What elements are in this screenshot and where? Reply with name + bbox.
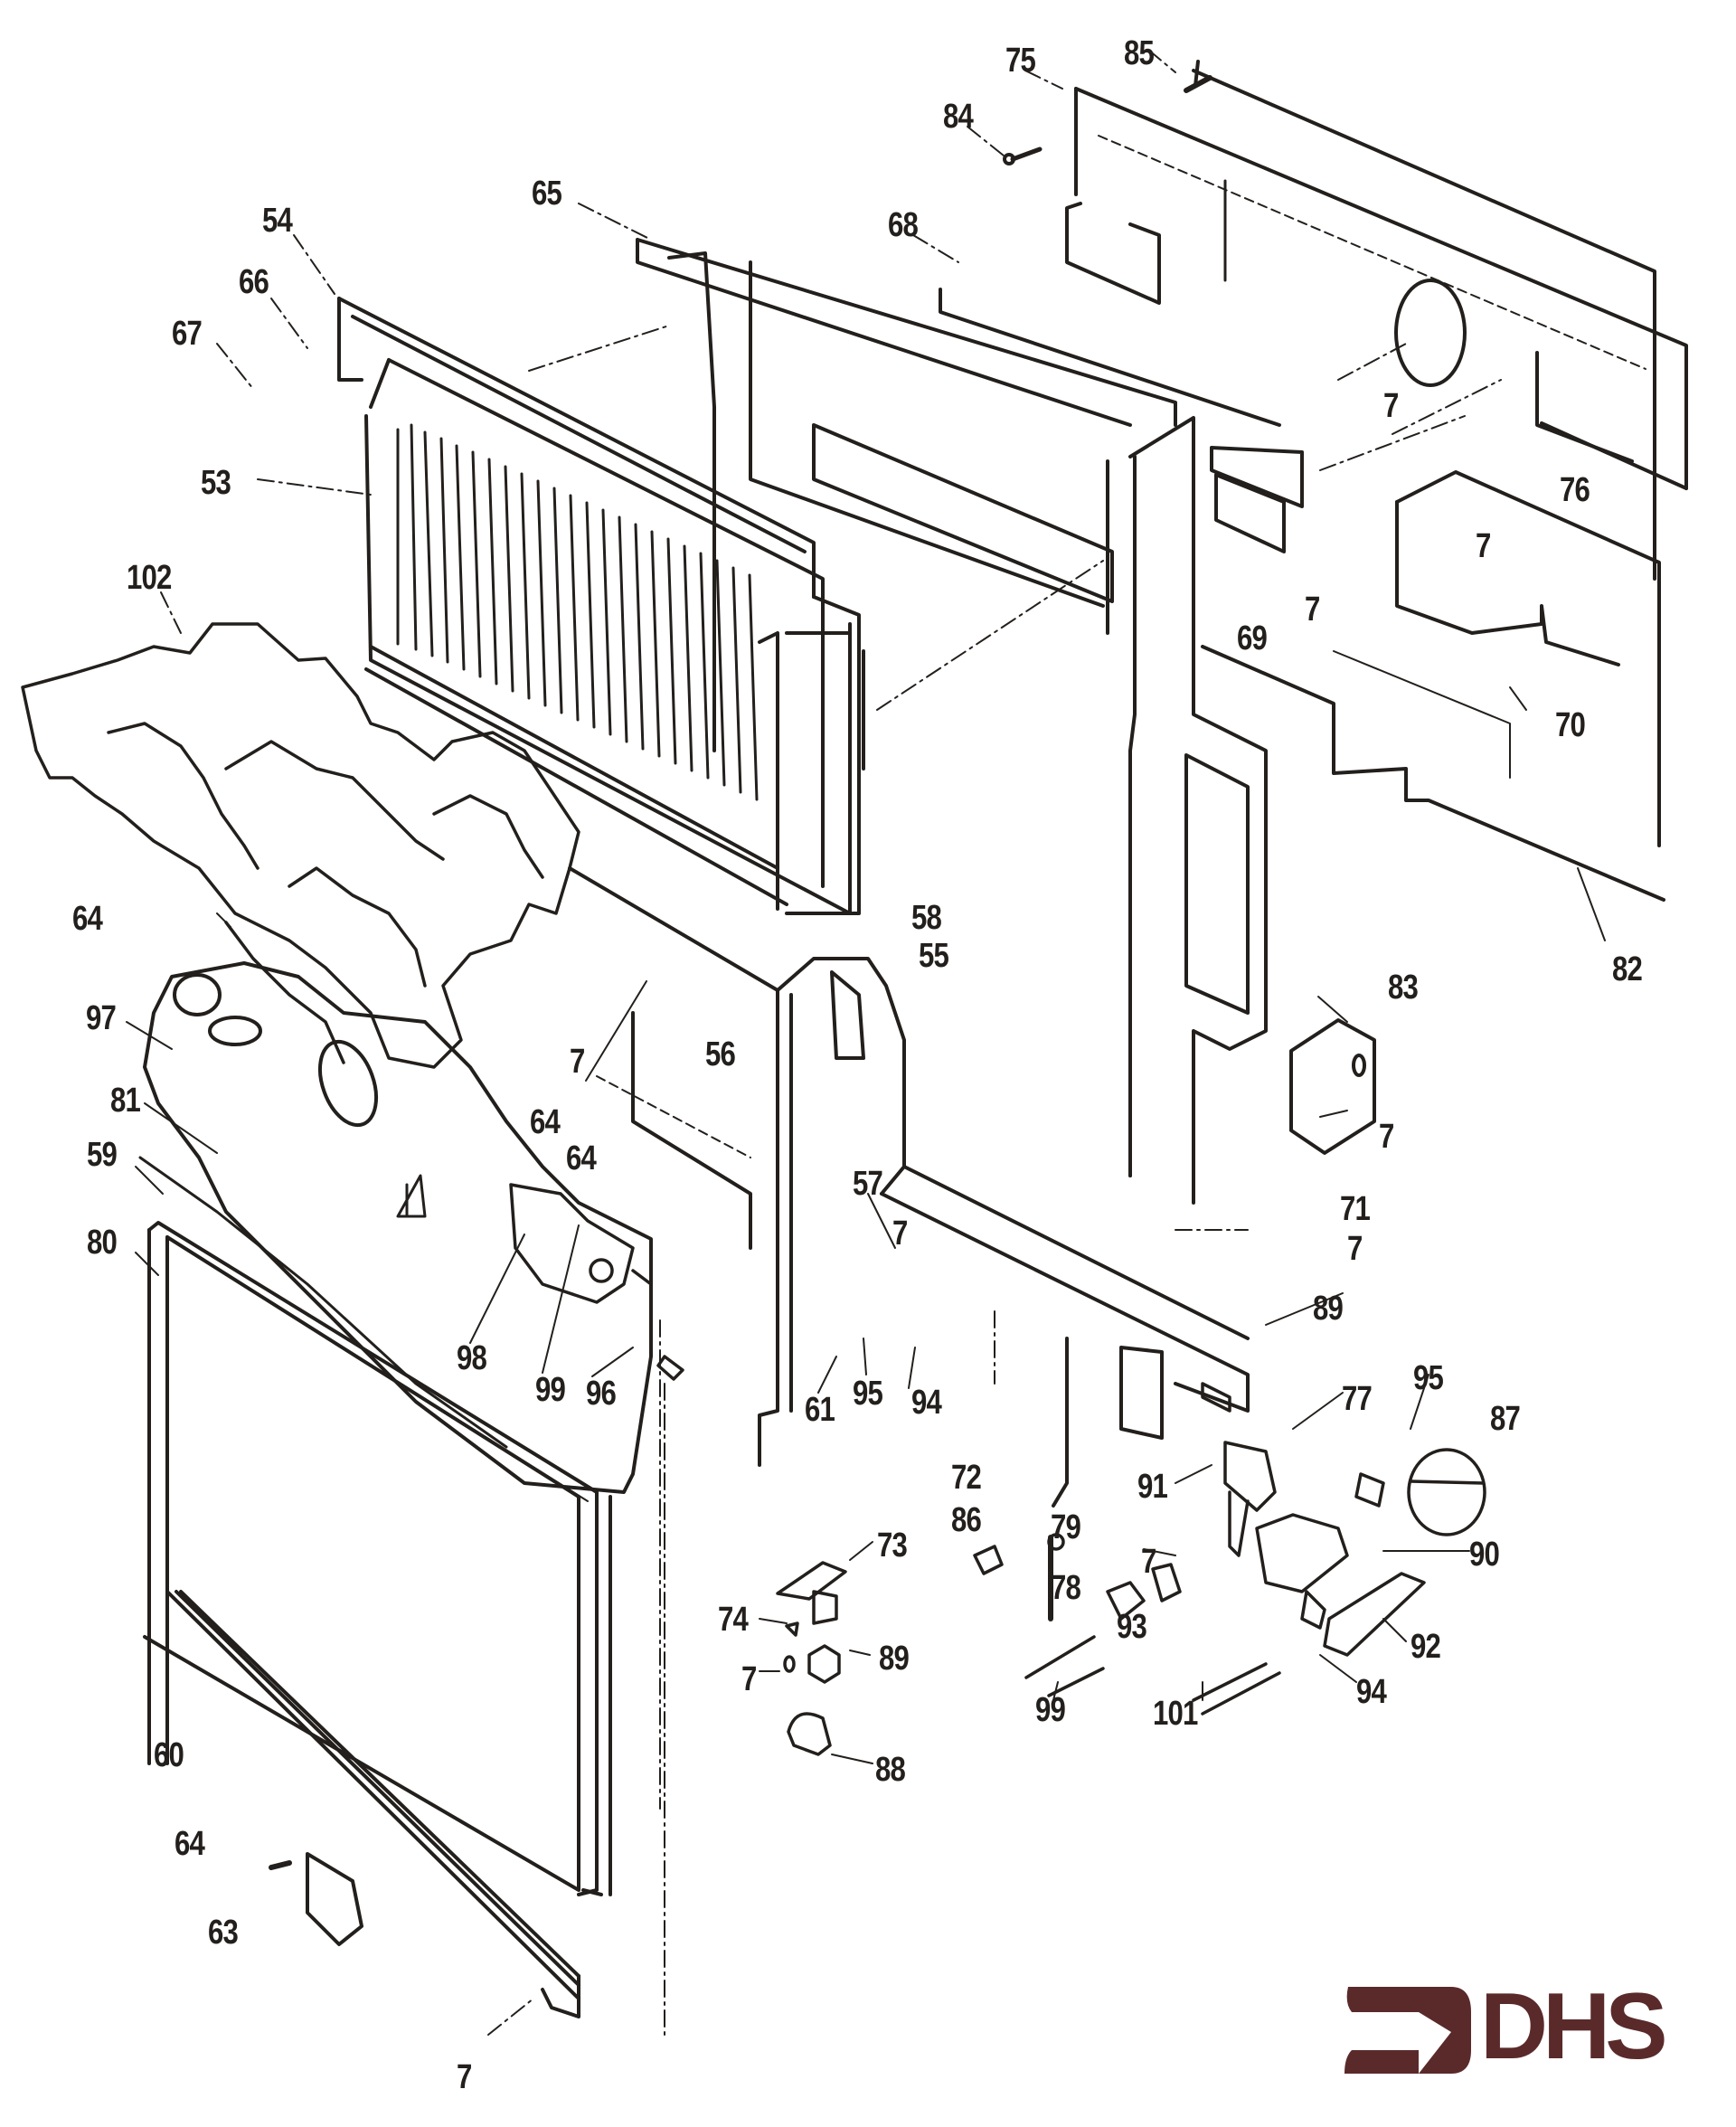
part-label-81: 81 bbox=[110, 1082, 141, 1120]
part-label-7: 7 bbox=[892, 1215, 908, 1253]
burner-tray bbox=[138, 961, 653, 1494]
mounting-bracket bbox=[1289, 1018, 1376, 1155]
part-label-78: 78 bbox=[1051, 1569, 1081, 1607]
part-label-7: 7 bbox=[1305, 591, 1320, 629]
part-label-84: 84 bbox=[943, 98, 974, 136]
part-label-69: 69 bbox=[1237, 619, 1268, 657]
part-label-102: 102 bbox=[127, 559, 172, 597]
part-label-83: 83 bbox=[1388, 969, 1419, 1007]
part-label-77: 77 bbox=[1342, 1380, 1373, 1418]
part-label-86: 86 bbox=[951, 1501, 982, 1539]
right-baffle bbox=[1201, 470, 1665, 902]
part-label-7: 7 bbox=[457, 2058, 472, 2096]
part-label-56: 56 bbox=[705, 1035, 736, 1073]
back-panel bbox=[1003, 60, 1688, 581]
part-label-57: 57 bbox=[853, 1165, 883, 1203]
part-label-7: 7 bbox=[1141, 1543, 1156, 1581]
glass-door-frame bbox=[143, 1221, 612, 1896]
firebox-back-panel bbox=[636, 238, 1304, 1205]
logo-text: DHS bbox=[1480, 1974, 1668, 2079]
part-label-74: 74 bbox=[718, 1601, 749, 1639]
part-label-80: 80 bbox=[87, 1224, 118, 1262]
part-label-7: 7 bbox=[741, 1660, 757, 1698]
part-label-66: 66 bbox=[239, 263, 269, 301]
part-label-7: 7 bbox=[1476, 527, 1491, 565]
part-label-98: 98 bbox=[457, 1339, 487, 1377]
part-label-89: 89 bbox=[1313, 1290, 1344, 1328]
part-label-7: 7 bbox=[1379, 1118, 1394, 1156]
part-label-93: 93 bbox=[1117, 1608, 1147, 1646]
arrow-bracket-icon bbox=[1344, 1987, 1471, 2074]
part-label-55: 55 bbox=[919, 937, 949, 975]
part-label-61: 61 bbox=[805, 1391, 835, 1429]
part-label-101: 101 bbox=[1153, 1695, 1198, 1733]
part-label-71: 71 bbox=[1340, 1190, 1371, 1228]
gas-valve-assembly bbox=[973, 1382, 1486, 1716]
part-label-89: 89 bbox=[879, 1640, 910, 1678]
part-label-7: 7 bbox=[1383, 387, 1399, 425]
part-label-99: 99 bbox=[535, 1371, 566, 1409]
part-label-64: 64 bbox=[175, 1825, 205, 1863]
heat-exchanger bbox=[337, 297, 861, 915]
part-label-60: 60 bbox=[154, 1736, 184, 1774]
part-label-68: 68 bbox=[888, 206, 919, 244]
part-label-92: 92 bbox=[1410, 1628, 1441, 1666]
assembly-center-lines bbox=[160, 49, 1502, 2036]
bottom-trim-strip bbox=[165, 1590, 580, 2018]
part-label-95: 95 bbox=[1413, 1359, 1444, 1397]
part-label-73: 73 bbox=[877, 1527, 908, 1565]
part-label-54: 54 bbox=[262, 202, 293, 240]
part-label-87: 87 bbox=[1490, 1400, 1521, 1438]
pilot-assembly bbox=[509, 1183, 684, 1381]
log-set bbox=[21, 622, 580, 1069]
part-label-82: 82 bbox=[1612, 950, 1643, 988]
part-label-76: 76 bbox=[1560, 471, 1590, 509]
part-label-95: 95 bbox=[853, 1375, 883, 1413]
thermocouple-parts bbox=[776, 1561, 847, 1756]
part-label-64: 64 bbox=[530, 1103, 561, 1141]
dhs-logo: DHS bbox=[1344, 1980, 1679, 2075]
part-label-91: 91 bbox=[1137, 1468, 1168, 1506]
part-label-7: 7 bbox=[1347, 1230, 1363, 1268]
part-label-94: 94 bbox=[911, 1384, 942, 1422]
part-label-63: 63 bbox=[208, 1914, 239, 1952]
part-label-65: 65 bbox=[532, 175, 562, 213]
part-label-64: 64 bbox=[72, 900, 103, 938]
part-label-90: 90 bbox=[1469, 1536, 1500, 1574]
part-label-99: 99 bbox=[1035, 1691, 1066, 1729]
part-label-97: 97 bbox=[86, 999, 117, 1037]
part-label-64: 64 bbox=[566, 1139, 597, 1177]
part-label-72: 72 bbox=[951, 1459, 982, 1497]
part-label-70: 70 bbox=[1555, 706, 1586, 744]
heat-exchanger-fins bbox=[396, 423, 759, 801]
part-label-7: 7 bbox=[570, 1043, 585, 1081]
part-label-59: 59 bbox=[87, 1136, 118, 1174]
part-label-67: 67 bbox=[172, 315, 203, 353]
part-label-85: 85 bbox=[1124, 34, 1155, 72]
part-label-58: 58 bbox=[911, 899, 942, 937]
part-label-53: 53 bbox=[201, 464, 231, 502]
callout-leaders bbox=[126, 686, 1606, 1764]
part-label-88: 88 bbox=[875, 1751, 906, 1789]
part-label-96: 96 bbox=[586, 1375, 617, 1413]
part-label-75: 75 bbox=[1005, 42, 1036, 80]
part-label-79: 79 bbox=[1051, 1508, 1081, 1546]
part-label-94: 94 bbox=[1356, 1673, 1387, 1711]
side-panel bbox=[568, 866, 1250, 1508]
